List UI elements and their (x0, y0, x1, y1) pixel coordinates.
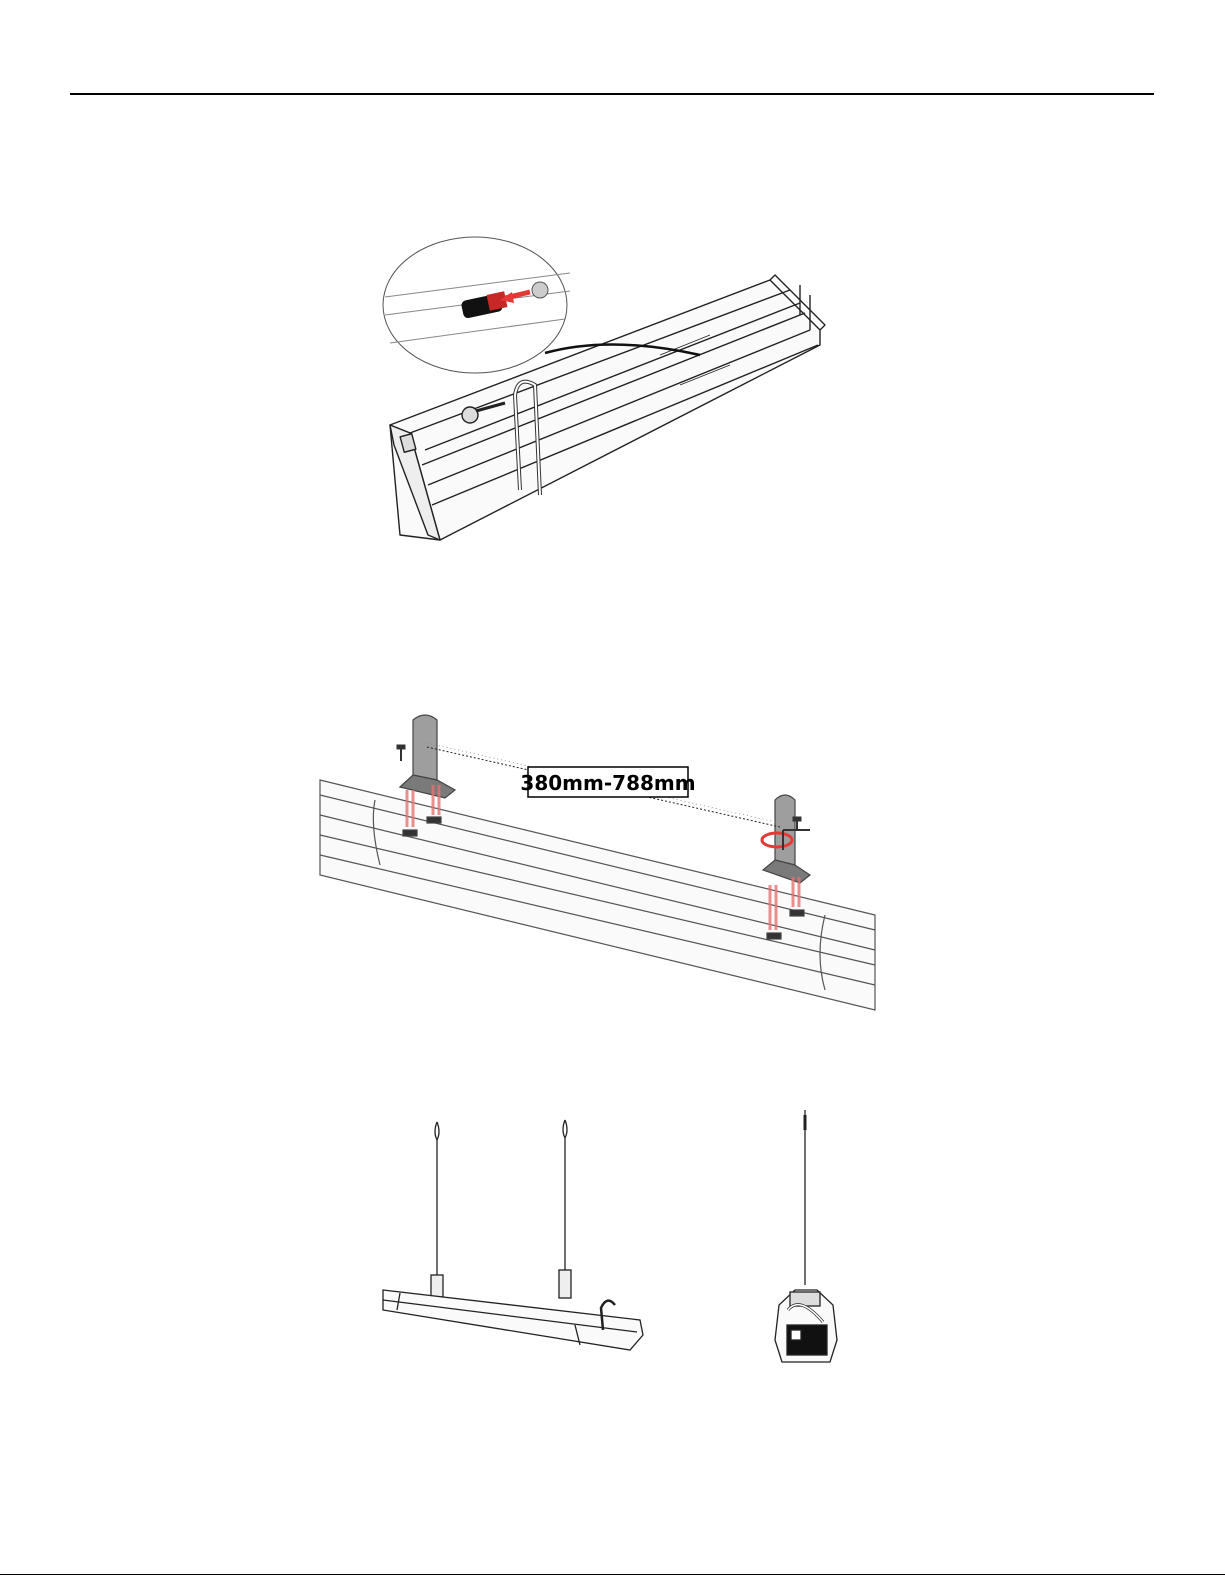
figure-end-cap-screw (380, 235, 840, 555)
header-rule (70, 93, 1154, 95)
right-cable (563, 1120, 567, 1280)
dimension-label: 380mm-788mm (520, 771, 695, 795)
left-hanger (431, 1275, 443, 1297)
right-hanger (559, 1270, 571, 1298)
left-screw-icon (397, 745, 405, 761)
figure-bracket-spacing: 380mm-788mm (315, 705, 885, 1020)
left-cable (435, 1122, 439, 1280)
heater-side (383, 1290, 643, 1350)
screw-head (532, 282, 548, 298)
figure-suspension-mounting (375, 1110, 855, 1375)
footer-rule (0, 1574, 1225, 1575)
cable-gland (462, 407, 478, 423)
